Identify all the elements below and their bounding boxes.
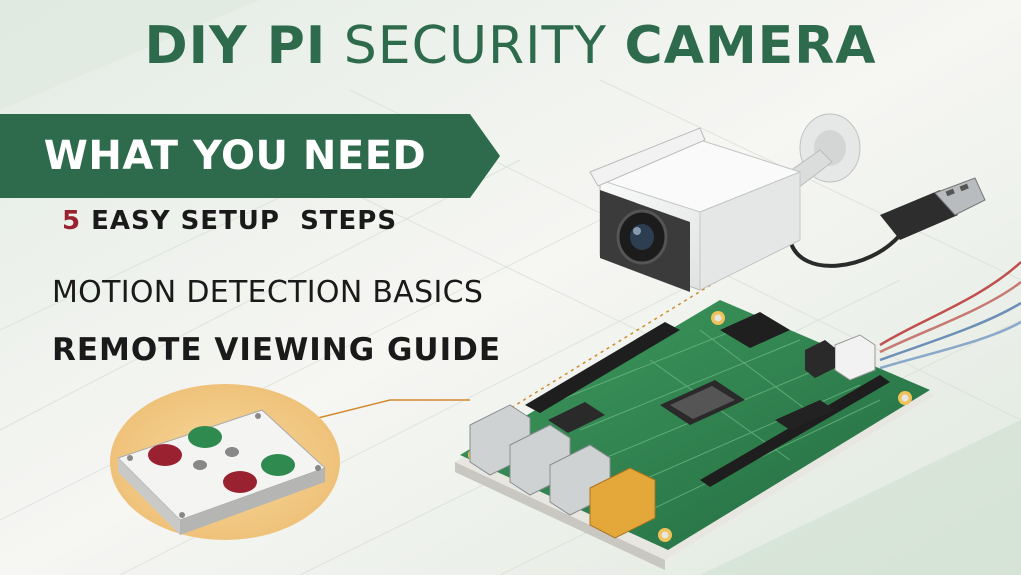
title-part-3: CAMERA: [624, 16, 877, 76]
usb-cable: [788, 177, 986, 268]
steps-line: 5 EASY SETUP STEPS: [62, 206, 397, 236]
motion-line: MOTION DETECTION BASICS: [52, 275, 484, 310]
steps-number: 5: [62, 206, 82, 236]
title-part-2: SECURITY: [343, 16, 607, 76]
steps-text: EASY SETUP STEPS: [91, 206, 398, 236]
remote-line: REMOTE VIEWING GUIDE: [52, 332, 502, 368]
raspberry-pi-board: [455, 300, 935, 570]
banner-ribbon: [0, 114, 500, 198]
security-camera: [589, 113, 861, 292]
banner-label: WHAT YOU NEED: [43, 133, 427, 179]
button-module: [110, 384, 340, 540]
page-title: DIY PI SECURITY CAMERA: [0, 16, 1021, 76]
title-part-1: DIY PI: [144, 16, 327, 76]
